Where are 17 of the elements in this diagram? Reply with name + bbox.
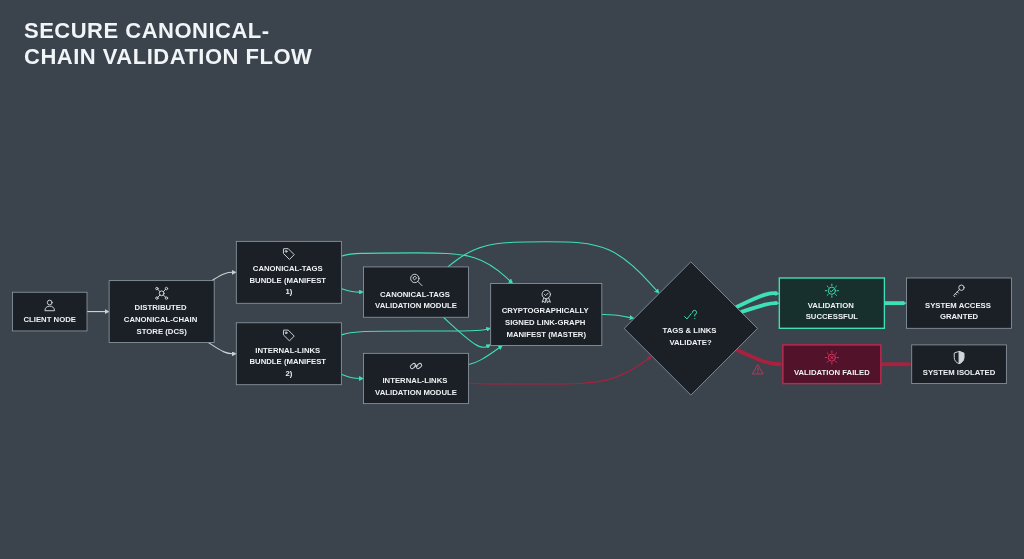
arrow (880, 361, 912, 367)
arrow (340, 373, 364, 381)
arrow (340, 327, 491, 336)
arrow (340, 288, 364, 295)
arrow (340, 252, 513, 284)
arrow (442, 316, 491, 349)
arrow (884, 300, 907, 306)
arrow (735, 290, 780, 309)
diagram-title: SECURE CANONICAL-CHAIN VALIDATION FLOW (24, 18, 314, 71)
arrow (86, 309, 110, 314)
arrow (211, 269, 237, 282)
arrow (468, 356, 652, 385)
arrow (207, 342, 237, 357)
arrow (740, 300, 780, 314)
arrow (447, 241, 660, 294)
arrow (468, 345, 503, 366)
arrow (601, 313, 635, 320)
